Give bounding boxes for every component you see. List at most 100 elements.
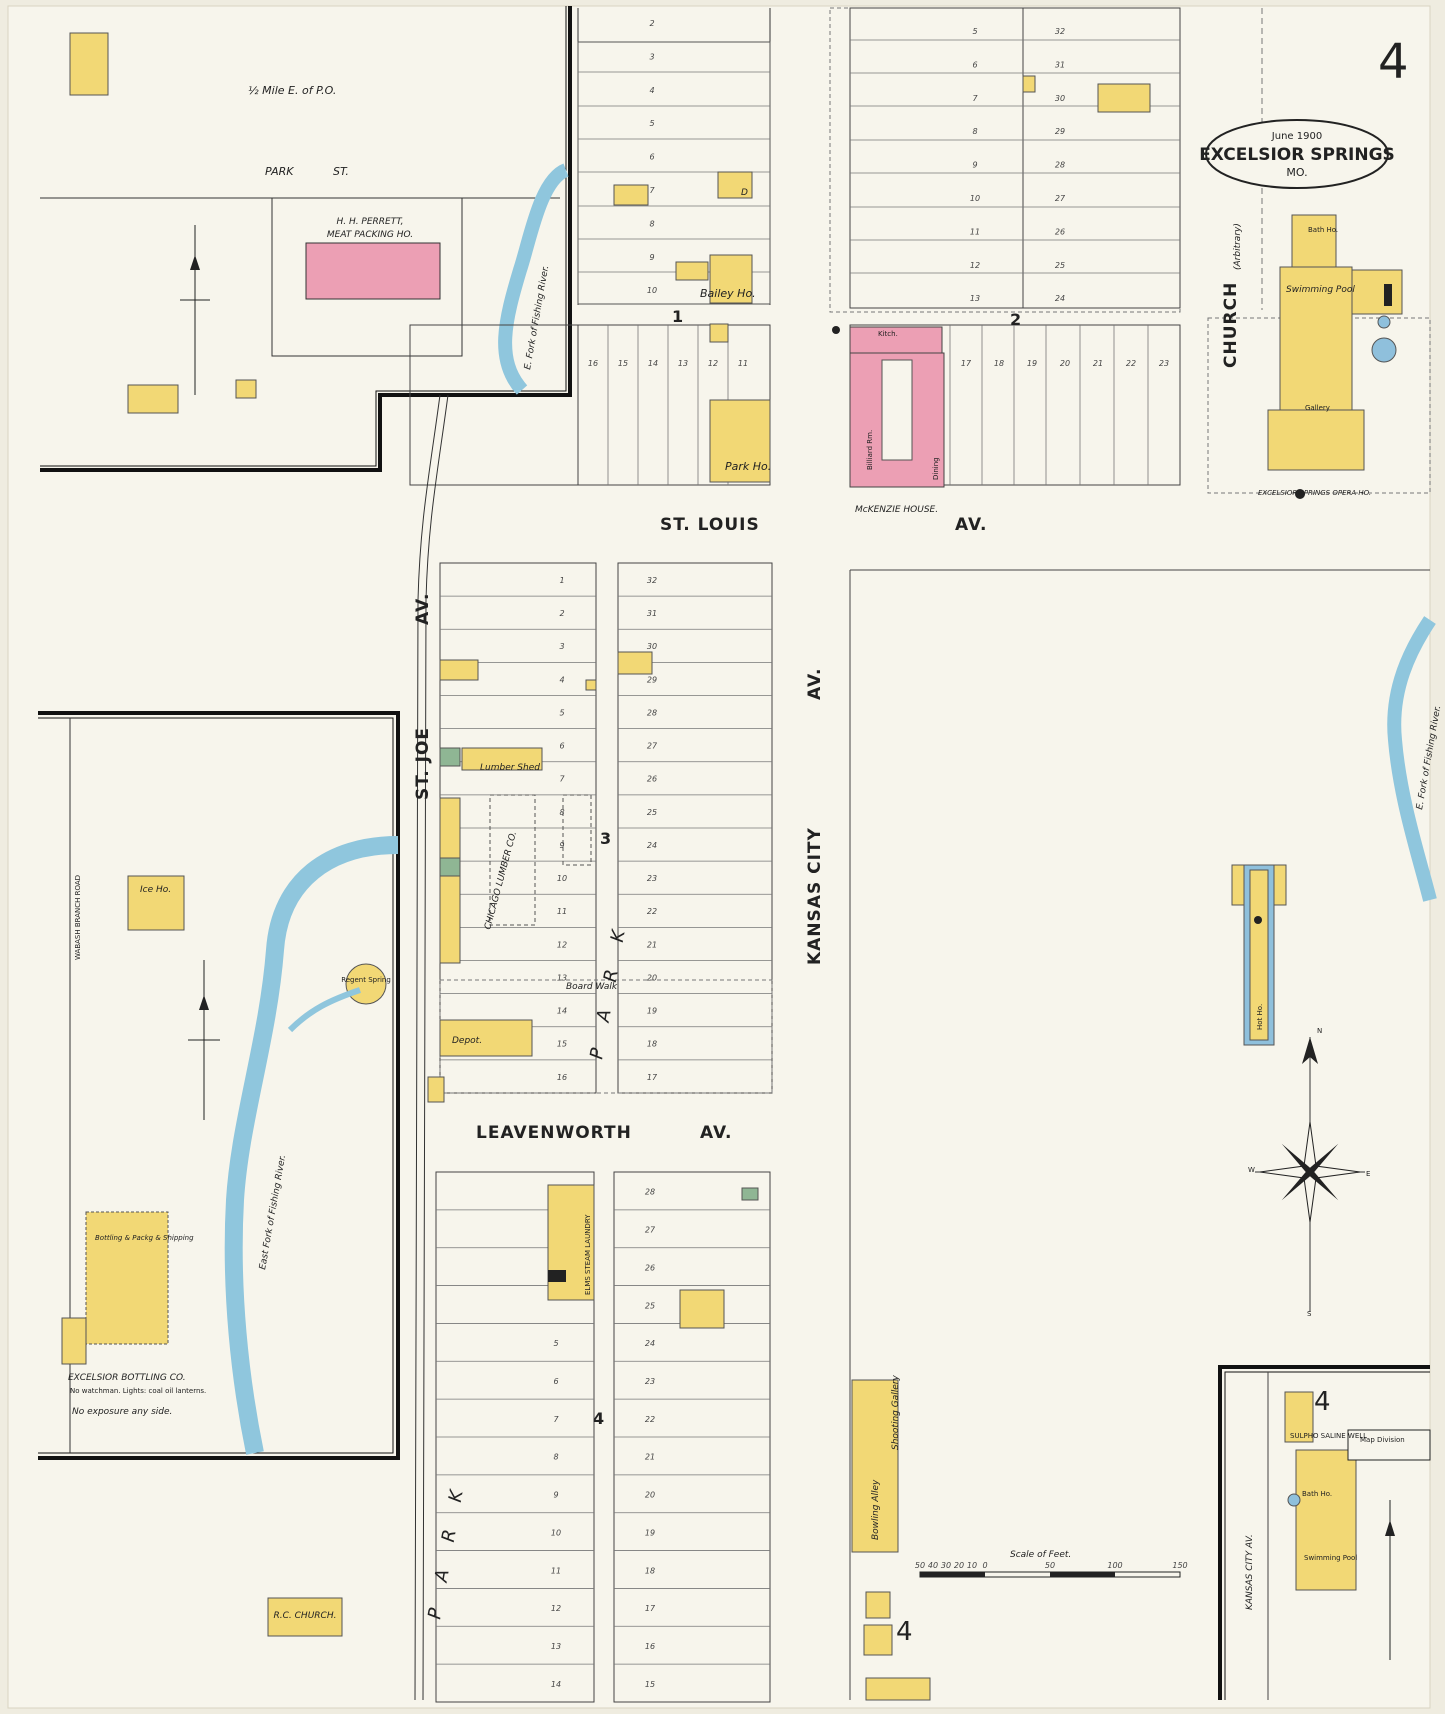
cartouche-date: June 1900 bbox=[1271, 131, 1322, 142]
lot-number: 21 bbox=[645, 1453, 655, 1462]
st-joe-label: ST. JOE bbox=[413, 727, 433, 800]
lot-number: 3 bbox=[559, 642, 564, 651]
lot-number: 13 bbox=[557, 973, 567, 982]
lot-number: 9 bbox=[649, 253, 654, 262]
lot-number: 22 bbox=[645, 1415, 655, 1424]
lumber-shed-label: Lumber Shed bbox=[480, 763, 540, 773]
hot-house bbox=[1231, 864, 1287, 1046]
compass-w: W bbox=[1248, 1166, 1255, 1174]
lot-number: 4 bbox=[649, 86, 654, 95]
depot bbox=[439, 1019, 533, 1057]
lot-number: 7 bbox=[559, 775, 565, 784]
lot-number: 32 bbox=[647, 576, 657, 585]
dining-label: Dining bbox=[932, 457, 940, 480]
regent-label: Regent Spring bbox=[341, 976, 391, 984]
bailey-house bbox=[709, 254, 753, 304]
church-street-label: CHURCH bbox=[1221, 282, 1241, 368]
bowling-alley bbox=[851, 1379, 899, 1553]
lot-number: 20 bbox=[647, 973, 657, 982]
bath-inset-label: Bath Ho. bbox=[1302, 1490, 1332, 1498]
lot-number: 2 bbox=[559, 609, 564, 618]
gallery-label: Gallery bbox=[1305, 404, 1330, 412]
lot-number: 3 bbox=[649, 52, 654, 61]
scale-tick: 20 bbox=[954, 1561, 964, 1570]
kansas-city-label: KANSAS CITY bbox=[805, 827, 825, 965]
leavenworth-label: LEAVENWORTH bbox=[476, 1123, 632, 1143]
compass-rose bbox=[1255, 1037, 1365, 1312]
depot-label: Depot. bbox=[452, 1036, 482, 1046]
lot-number: 19 bbox=[645, 1528, 655, 1537]
lot-number: 29 bbox=[647, 675, 657, 684]
lot-number: 30 bbox=[647, 642, 657, 651]
lot-number: 1 bbox=[559, 576, 564, 585]
lot-number: 6 bbox=[553, 1377, 558, 1386]
block-number-3: 3 bbox=[600, 829, 611, 848]
compass-n: N bbox=[1317, 1027, 1322, 1035]
mckenzie-kitchen bbox=[849, 326, 943, 354]
sulpho-label: SULPHO SALINE WELL bbox=[1290, 1432, 1367, 1440]
church-note: (Arbitrary) bbox=[1233, 223, 1243, 270]
lot-number: 24 bbox=[647, 841, 657, 850]
block-number-4: 4 bbox=[593, 1409, 604, 1428]
scale-tick: 100 bbox=[1107, 1561, 1122, 1570]
lot-number: 27 bbox=[647, 742, 658, 751]
perrett-building bbox=[305, 242, 441, 300]
lot-number: 9 bbox=[553, 1491, 558, 1500]
lot-number: 11 bbox=[557, 907, 567, 916]
compass-e: E bbox=[1366, 1170, 1370, 1178]
lot-number: 17 bbox=[645, 1604, 656, 1613]
lot-number: 7 bbox=[553, 1415, 559, 1424]
lot-number: 19 bbox=[1027, 359, 1037, 368]
opera-house-block bbox=[1207, 214, 1431, 499]
bath-label: Bath Ho. bbox=[1308, 226, 1338, 234]
park-st-label: PARK bbox=[265, 165, 294, 178]
lot-number: 15 bbox=[645, 1680, 655, 1689]
lot-number: 17 bbox=[961, 359, 972, 368]
regent-spring bbox=[345, 963, 387, 1005]
ice-house-label: Ice Ho. bbox=[140, 885, 171, 895]
lot-number: 28 bbox=[645, 1188, 655, 1197]
lot-number: 26 bbox=[647, 775, 657, 784]
chicago-lumber-shed bbox=[439, 797, 461, 964]
lot-number: 15 bbox=[557, 1040, 567, 1049]
lot-number: 23 bbox=[1159, 359, 1169, 368]
hot-house-label: Hot Ho. bbox=[1256, 1004, 1264, 1030]
bottling-bldg-label: Bottling & Packg & Shipping bbox=[95, 1234, 194, 1242]
lot-number: 23 bbox=[645, 1377, 655, 1386]
lot-number: 6 bbox=[649, 153, 654, 162]
kansas-city-av-label: AV. bbox=[805, 668, 825, 700]
board-walk-label: Board Walk bbox=[566, 982, 618, 992]
scale-tick: 50 bbox=[915, 1561, 925, 1570]
bottling-note: No watchman. Lights: coal oil lanterns. bbox=[70, 1387, 206, 1395]
lot-number: 10 bbox=[970, 194, 980, 203]
swimming-pool-label: Swimming Pool bbox=[1286, 285, 1355, 295]
lot-number: 18 bbox=[645, 1566, 655, 1575]
dwelling-topleft bbox=[69, 32, 109, 96]
lot-number: 21 bbox=[647, 940, 657, 949]
scale-tick: 150 bbox=[1172, 1561, 1187, 1570]
inset-lower-right bbox=[1218, 1365, 1431, 1700]
lot-number: 2 bbox=[649, 19, 654, 28]
lot-number: 11 bbox=[738, 359, 748, 368]
lot-number: 32 bbox=[1055, 27, 1065, 36]
river-lower bbox=[224, 836, 399, 1455]
block-number-2: 2 bbox=[1010, 310, 1021, 329]
bath-house-inset bbox=[1295, 1449, 1357, 1591]
lot-number: 28 bbox=[647, 708, 657, 717]
lot-number: 11 bbox=[551, 1566, 561, 1575]
lot-number: 18 bbox=[647, 1040, 657, 1049]
bottling-building bbox=[85, 1211, 169, 1345]
lot-number: 6 bbox=[559, 742, 564, 751]
lot-number: 29 bbox=[1055, 127, 1065, 136]
park-house bbox=[709, 399, 771, 483]
park-st-label-2: ST. bbox=[333, 165, 349, 178]
lot-number: 9 bbox=[972, 161, 977, 170]
lot-number: 13 bbox=[970, 294, 980, 303]
scale-tick: 50 bbox=[1045, 1561, 1055, 1570]
lot-number: 5 bbox=[649, 119, 654, 128]
ice-house bbox=[127, 875, 185, 931]
lot-number: 14 bbox=[551, 1680, 561, 1689]
river-right bbox=[1387, 616, 1437, 902]
block-number-4b: 4 bbox=[896, 1617, 913, 1647]
